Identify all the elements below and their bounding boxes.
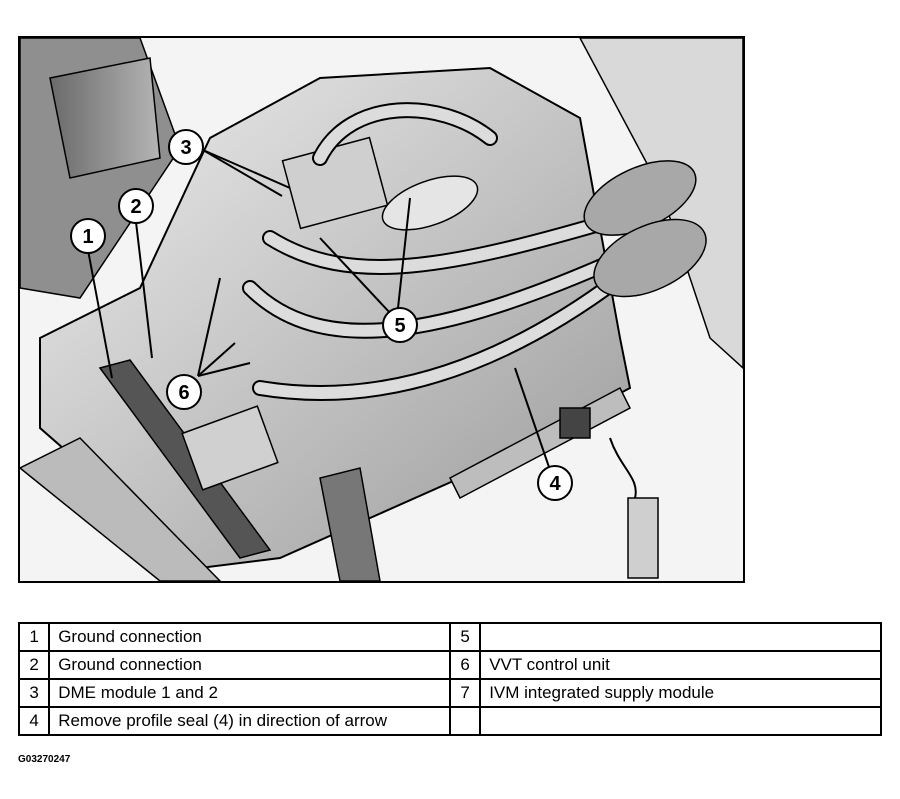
lower-pipe [319,467,381,581]
callout-4: 4 [537,465,573,501]
callout-label: 2 [130,196,141,218]
legend-text [479,622,882,652]
legend-number: 2 [17,650,51,680]
leader-lines [87,149,551,471]
legend-text [479,706,882,736]
legend-text: VVT control unit [479,650,882,680]
callout-label: 5 [394,315,405,337]
engine-bay-drawing: 1 2 3 4 5 6 [20,38,743,581]
callout-1: 1 [70,218,106,254]
callout-6: 6 [166,374,202,410]
upper-left-cylinder [49,57,161,179]
legend-text: DME module 1 and 2 [48,678,451,708]
legend-row: 3 DME module 1 and 2 7 IVM integrated su… [17,678,882,708]
vvt-control-unit [181,405,279,491]
callout-2: 2 [118,188,154,224]
hanging-sensor [627,497,659,579]
legend-number: 1 [17,622,51,652]
callout-label: 6 [178,382,189,404]
callout-label: 3 [180,137,191,159]
legend-number: 4 [17,706,51,736]
legend-number: 6 [448,650,482,680]
callout-3: 3 [168,129,204,165]
lower-left-panel [20,437,222,581]
legend-number: 3 [17,678,51,708]
callout-label: 1 [82,226,93,248]
legend-row: 2 Ground connection 6 VVT control unit [17,650,882,680]
grommets [583,160,707,298]
seal-clip [559,407,591,439]
connector-plug [381,175,479,231]
legend-text: Ground connection [48,650,451,680]
legend-row: 1 Ground connection 5 [17,622,882,652]
legend-table: 1 Ground connection 5 2 Ground connectio… [17,622,882,736]
legend-text: Remove profile seal (4) in direction of … [48,706,451,736]
box-edge-seal [98,359,272,559]
legend-number: 5 [448,622,482,652]
legend-number [448,706,482,736]
legend-row: 4 Remove profile seal (4) in direction o… [17,706,882,736]
figure-code: G03270247 [18,754,71,765]
callout-5: 5 [382,307,418,343]
callout-label: 4 [549,473,561,495]
legend-text: IVM integrated supply module [479,678,882,708]
legend-number: 7 [448,678,482,708]
engine-bay-illustration: 1 2 3 4 5 6 [18,36,745,583]
legend-text: Ground connection [48,622,451,652]
